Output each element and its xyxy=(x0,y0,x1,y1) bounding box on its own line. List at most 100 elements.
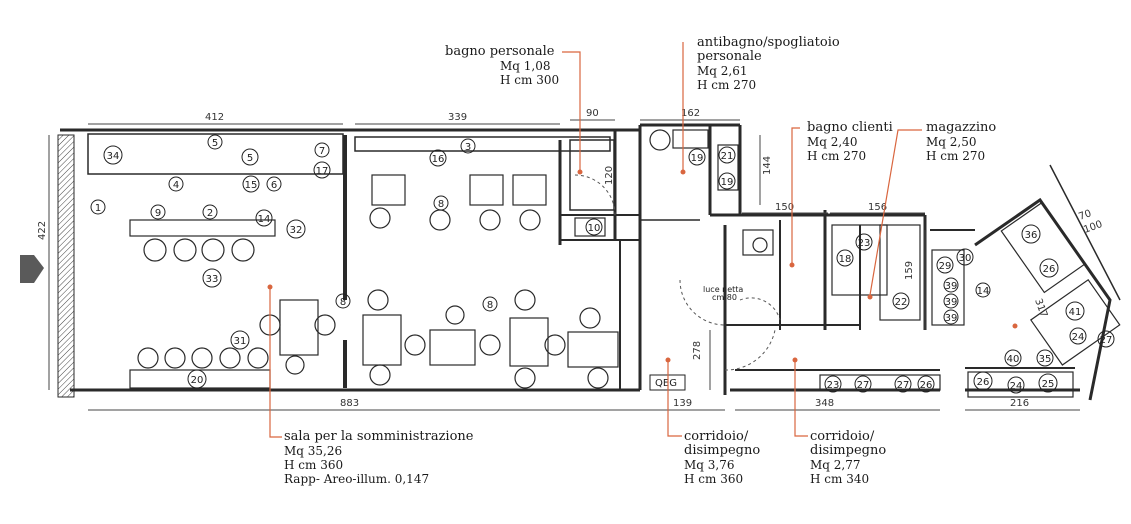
walls xyxy=(57,123,1121,401)
luce-cm-label: cm 80 xyxy=(712,293,737,302)
svg-text:5: 5 xyxy=(212,138,218,149)
svg-text:30: 30 xyxy=(959,253,972,264)
item-18: 18 xyxy=(836,249,854,267)
item-34: 34 xyxy=(103,145,123,165)
dim-162: 162 xyxy=(681,108,700,119)
svg-text:7: 7 xyxy=(319,146,325,157)
item-27b: 27 xyxy=(854,375,872,393)
item-21: 21 xyxy=(718,146,736,164)
item-32: 32 xyxy=(286,219,306,239)
item-30a: 30 xyxy=(956,248,974,266)
item-39c: 39 xyxy=(943,309,959,325)
svg-text:26: 26 xyxy=(1043,264,1056,275)
room-height: H cm 300 xyxy=(500,73,560,87)
item-9: 9 xyxy=(150,204,166,220)
room-bagno-personale: bagno personale Mq 1,08 H cm 300 xyxy=(445,45,560,88)
dim-159: 159 xyxy=(904,261,915,280)
dim-90: 90 xyxy=(586,108,599,119)
room-name-line1: corridoio/ xyxy=(810,429,875,444)
item-8a: 8 xyxy=(335,293,351,309)
room-name-line1: antibagno/spogliatoio xyxy=(697,35,840,50)
room-antibagno: antibagno/spogliatoio personale Mq 2,61 … xyxy=(697,35,840,93)
svg-text:16: 16 xyxy=(432,154,445,165)
luce-netta-label: luce netta xyxy=(703,285,743,294)
item-7: 7 xyxy=(314,142,330,158)
svg-text:40: 40 xyxy=(1007,354,1020,365)
room-bagno-clienti: bagno clienti Mq 2,40 H cm 270 xyxy=(807,121,893,164)
svg-text:29: 29 xyxy=(939,261,952,272)
room-area: Mq 2,77 xyxy=(810,458,861,472)
item-25: 25 xyxy=(1038,373,1058,393)
svg-text:18: 18 xyxy=(839,254,852,265)
item-26a: 26 xyxy=(1039,258,1059,278)
item-27c: 27 xyxy=(894,375,912,393)
dim-422: 422 xyxy=(37,221,48,240)
item-40: 40 xyxy=(1004,349,1022,367)
svg-text:39: 39 xyxy=(945,281,958,292)
svg-text:19: 19 xyxy=(691,153,704,164)
svg-text:35: 35 xyxy=(1039,354,1052,365)
item-31: 31 xyxy=(230,330,250,350)
item-39a: 39 xyxy=(943,277,959,293)
svg-text:26: 26 xyxy=(920,380,933,391)
svg-text:23: 23 xyxy=(827,380,840,391)
svg-text:24: 24 xyxy=(1072,332,1085,343)
svg-text:14: 14 xyxy=(977,286,990,297)
item-23: 23 xyxy=(855,233,873,251)
room-area: Mq 1,08 xyxy=(500,59,551,73)
room-height: H cm 360 xyxy=(284,458,344,472)
dim-156: 156 xyxy=(868,202,887,213)
item-19a: 19 xyxy=(688,148,706,166)
dim-412: 412 xyxy=(205,112,224,123)
item-8b: 8 xyxy=(433,195,449,211)
item-16: 16 xyxy=(429,149,447,167)
item-14b: 14 xyxy=(975,282,991,298)
dim-883: 883 xyxy=(340,398,359,409)
item-5b: 5 xyxy=(241,148,259,166)
svg-text:31: 31 xyxy=(234,336,247,347)
item-6: 6 xyxy=(266,176,282,192)
svg-text:41: 41 xyxy=(1069,307,1082,318)
svg-text:32: 32 xyxy=(290,225,303,236)
item-26b: 26 xyxy=(973,371,993,391)
svg-text:39: 39 xyxy=(945,297,958,308)
furniture xyxy=(129,129,1121,398)
dim-339: 339 xyxy=(448,112,467,123)
svg-text:8: 8 xyxy=(340,297,346,308)
room-height: H cm 340 xyxy=(810,472,870,486)
room-ratio: Rapp- Areo-illum. 0,147 xyxy=(284,472,430,486)
svg-text:14: 14 xyxy=(258,214,271,225)
room-area: Mq 3,76 xyxy=(684,458,735,472)
svg-text:10: 10 xyxy=(588,223,601,234)
dim-70: 70 xyxy=(1077,208,1093,223)
item-22: 22 xyxy=(892,292,910,310)
room-name-line1: corridoio/ xyxy=(684,429,749,444)
door-swings xyxy=(574,174,781,371)
svg-text:33: 33 xyxy=(206,274,219,285)
room-area: Mq 35,26 xyxy=(284,444,343,458)
qeg-label: QEG xyxy=(655,378,677,389)
dim-216: 216 xyxy=(1010,398,1029,409)
item-26c: 26 xyxy=(917,375,935,393)
leader-dots xyxy=(267,169,1018,363)
svg-text:6: 6 xyxy=(271,180,277,191)
item-10: 10 xyxy=(585,218,603,236)
svg-text:4: 4 xyxy=(173,180,179,191)
svg-text:22: 22 xyxy=(895,297,908,308)
item-39b: 39 xyxy=(943,293,959,309)
svg-text:17: 17 xyxy=(316,166,329,177)
svg-text:19: 19 xyxy=(721,177,734,188)
room-height: H cm 270 xyxy=(926,149,986,163)
svg-text:34: 34 xyxy=(107,151,120,162)
item-1: 1 xyxy=(90,199,106,215)
svg-text:36: 36 xyxy=(1025,230,1038,241)
room-area: Mq 2,50 xyxy=(926,135,977,149)
svg-text:25: 25 xyxy=(1042,379,1055,390)
item-8c: 8 xyxy=(482,296,498,312)
item-41: 41 xyxy=(1065,301,1085,321)
room-corridoio-2: corridoio/ disimpegno Mq 2,77 H cm 340 xyxy=(810,429,886,487)
room-height: H cm 360 xyxy=(684,472,744,486)
entrance-arrow-icon xyxy=(20,255,44,283)
svg-text:23: 23 xyxy=(858,238,871,249)
item-33: 33 xyxy=(202,268,222,288)
